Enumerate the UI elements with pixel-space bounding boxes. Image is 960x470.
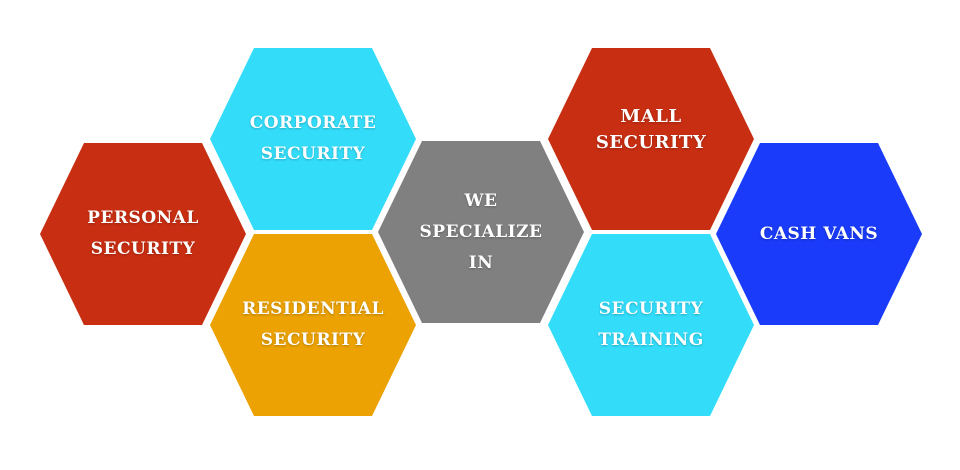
label-line-2: SECURITY: [90, 239, 196, 259]
label-line-2: TRAINING: [598, 330, 704, 350]
hexagon-cash-vans: CASH VANS: [716, 143, 922, 325]
hexagon-label: MALL SECURITY: [576, 104, 726, 156]
hexagon-shape: [378, 141, 584, 323]
hexagon-shape: [548, 234, 754, 416]
label-line-1: WE SPECIALIZE: [419, 190, 543, 242]
hexagon-corporate-security: CORPORATE SECURITY: [210, 48, 416, 230]
label-line-2: SECURITY: [595, 132, 707, 153]
hexagon-shape: [716, 143, 922, 325]
hexagon-residential-security: RESIDENTIAL SECURITY: [210, 234, 416, 416]
hexagon-shape: [548, 48, 754, 230]
hexagon-label: SECURITY TRAINING: [576, 294, 726, 356]
hexagon-security-training: SECURITY TRAINING: [548, 234, 754, 416]
hexagon-label: RESIDENTIAL SECURITY: [238, 294, 388, 356]
label-line-1: PERSONAL: [87, 208, 199, 228]
hexagon-shape: [40, 143, 246, 325]
hexagon-label: WE SPECIALIZE IN: [401, 186, 561, 279]
hexagon-label: CASH VANS: [744, 219, 894, 250]
hexagon-label: PERSONAL SECURITY: [68, 203, 218, 265]
label-line-2: IN: [468, 252, 494, 273]
label-line-1: RESIDENTIAL: [242, 299, 384, 319]
label-line-1: CORPORATE: [249, 113, 377, 133]
label-line-1: SECURITY: [598, 299, 704, 319]
label-line-2: SECURITY: [260, 330, 366, 350]
hexagon-personal-security: PERSONAL SECURITY: [40, 143, 246, 325]
label-line-2: SECURITY: [260, 144, 366, 164]
hexagon-shape: [210, 234, 416, 416]
hexagon-mall-security: MALL SECURITY: [548, 48, 754, 230]
label-line-1: CASH VANS: [759, 223, 879, 244]
hexagon-shape: [210, 48, 416, 230]
hexagon-center-we-specialize-in: WE SPECIALIZE IN: [378, 141, 584, 323]
label-line-1: MALL: [620, 106, 682, 127]
hexagon-label: CORPORATE SECURITY: [238, 108, 388, 170]
